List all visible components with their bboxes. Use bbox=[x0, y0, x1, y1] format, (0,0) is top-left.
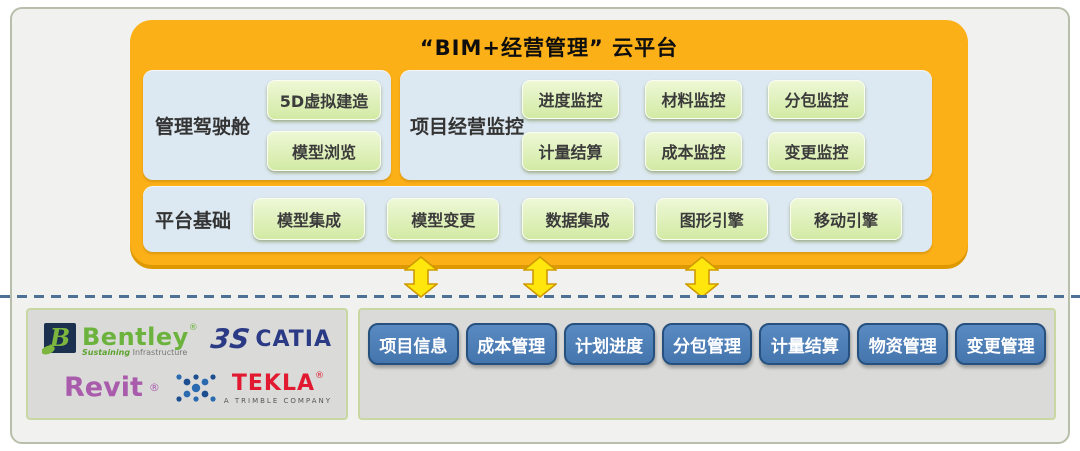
svg-text:B: B bbox=[49, 323, 70, 352]
diagram-node: 计量结算 bbox=[522, 131, 619, 171]
diagram-node: 进度监控 bbox=[522, 79, 619, 119]
module-node: 计划进度 bbox=[563, 323, 655, 365]
registered-mark: ® bbox=[188, 322, 198, 333]
diagram-node: 分包监控 bbox=[768, 79, 865, 119]
section-platform-foundation: 平台基础 模型集成 模型变更 数据集成 图形引擎 移动引擎 bbox=[143, 186, 932, 252]
bim-cloud-platform-box: “BIM+经营管理” 云平台 管理驾驶舱 5D虚拟建造 模型浏览 项目经营监控 … bbox=[130, 20, 968, 265]
section-management-cockpit: 管理驾驶舱 5D虚拟建造 模型浏览 bbox=[143, 70, 391, 180]
bentley-tagline: Sustaining Infrastructure bbox=[82, 347, 188, 357]
bentley-mark-icon: B bbox=[42, 322, 76, 354]
up-down-arrow-icon bbox=[523, 256, 557, 298]
module-node: 分包管理 bbox=[661, 323, 753, 365]
module-node: 计量结算 bbox=[759, 323, 851, 365]
registered-mark: ® bbox=[148, 381, 160, 394]
module-node: 项目信息 bbox=[368, 323, 459, 365]
diagram-node: 模型集成 bbox=[253, 198, 365, 240]
logo-row-top: B Bentley® Sustaining Infrastructure 3S … bbox=[42, 322, 332, 357]
up-down-arrow-icon bbox=[685, 256, 719, 298]
revit-wordmark: Revit bbox=[64, 372, 143, 403]
dassault-3ds-mark-icon: 3S bbox=[208, 324, 252, 355]
cloud-platform-title: “BIM+经营管理” 云平台 bbox=[419, 36, 679, 60]
diagram-node: 模型浏览 bbox=[267, 130, 381, 171]
bentley-wordmark: Bentley bbox=[82, 322, 189, 351]
tekla-tagline: A TRIMBLE COMPANY bbox=[223, 396, 332, 405]
catia-logo: 3S CATIA bbox=[208, 324, 332, 355]
cockpit-label: 管理驾驶舱 bbox=[155, 115, 251, 138]
diagram-node: 变更监控 bbox=[768, 131, 865, 171]
diagram-node: 数据集成 bbox=[521, 198, 634, 240]
module-node: 变更管理 bbox=[955, 323, 1047, 365]
logo-row-bottom: Revit® TEKLA® A TR bbox=[42, 370, 332, 406]
diagram-node: 移动引擎 bbox=[790, 198, 902, 240]
revit-logo: Revit ® bbox=[42, 372, 160, 403]
diagram-node: 材料监控 bbox=[645, 79, 742, 119]
diagram-node: 模型变更 bbox=[387, 198, 500, 240]
registered-mark: ® bbox=[315, 370, 324, 381]
tekla-wordmark: TEKLA bbox=[231, 370, 315, 396]
diagram-node: 成本监控 bbox=[645, 131, 742, 171]
tekla-dots-icon bbox=[176, 373, 216, 402]
diagram-node: 5D虚拟建造 bbox=[267, 79, 381, 120]
boundary-dashed-line bbox=[0, 295, 1080, 298]
tekla-logo: TEKLA® A TRIMBLE COMPANY bbox=[174, 370, 332, 406]
foundation-label: 平台基础 bbox=[155, 209, 232, 232]
catia-wordmark: CATIA bbox=[255, 327, 332, 352]
monitor-label: 项目经营监控 bbox=[410, 115, 525, 138]
section-project-operation-monitoring: 项目经营监控 进度监控 材料监控 分包监控 计量结算 成本监控 变更监控 bbox=[400, 70, 932, 180]
bim-software-box: B Bentley® Sustaining Infrastructure 3S … bbox=[26, 308, 348, 420]
up-down-arrow-icon bbox=[404, 256, 438, 298]
diagram-node: 图形引擎 bbox=[655, 198, 768, 240]
module-node: 物资管理 bbox=[857, 323, 949, 365]
business-modules-box: 项目信息 成本管理 计划进度 分包管理 计量结算 物资管理 变更管理 bbox=[358, 308, 1056, 420]
bentley-logo: B Bentley® Sustaining Infrastructure bbox=[42, 322, 198, 357]
monitor-buttons: 进度监控 材料监控 分包监控 计量结算 成本监控 变更监控 bbox=[522, 79, 865, 171]
foundation-buttons: 模型集成 模型变更 数据集成 图形引擎 移动引擎 bbox=[253, 198, 932, 240]
cockpit-buttons: 5D虚拟建造 模型浏览 bbox=[267, 79, 381, 171]
module-node: 成本管理 bbox=[465, 323, 557, 365]
